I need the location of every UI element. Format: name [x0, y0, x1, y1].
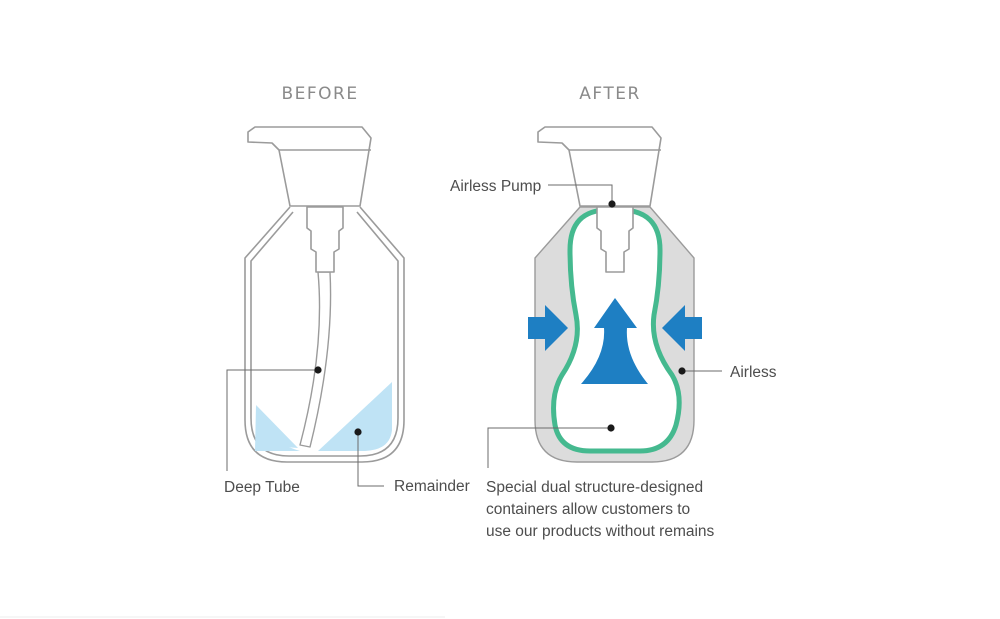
label-airless: Airless: [730, 364, 777, 381]
airless-pump-dot: [608, 200, 616, 208]
before-annotations: Deep Tube Remainder: [224, 366, 470, 496]
description-line-1: Special dual structure-designed: [486, 479, 703, 496]
after-bottle: [528, 126, 702, 463]
deep-tube: [299, 271, 332, 448]
before-pump-head: [247, 126, 372, 207]
arrow-right-icon: [528, 305, 568, 351]
before-remainder-right: [318, 382, 392, 451]
label-remainder: Remainder: [394, 478, 470, 495]
arrow-up-icon: [581, 298, 648, 384]
remainder-leader: [357, 432, 384, 487]
description-line-2: containers allow customers to: [486, 501, 690, 518]
description-leader: [487, 427, 611, 468]
arrow-left-icon: [662, 305, 702, 351]
after-pump-stem: [596, 206, 634, 273]
before-bottle-outer: [244, 206, 405, 463]
label-deep-tube: Deep Tube: [224, 479, 300, 496]
airless-pump-leader: [548, 184, 613, 204]
airless-dot: [678, 367, 686, 375]
before-pump-stem: [306, 206, 344, 273]
heading-after: AFTER: [579, 84, 641, 104]
deep-tube-leader: [226, 369, 318, 471]
remainder-dot: [354, 428, 362, 436]
inner-bag-dot: [607, 424, 615, 432]
before-remainder-left: [255, 405, 300, 451]
label-airless-pump: Airless Pump: [450, 178, 541, 195]
before-bottle: [244, 126, 405, 463]
after-pump-head: [537, 126, 662, 207]
after-annotations: Airless Pump Airless Special dual struct…: [450, 178, 777, 540]
description-line-3: use our products without remains: [486, 523, 715, 540]
before-remainder-left-wedge: [256, 405, 298, 448]
deep-tube-dot: [314, 366, 322, 374]
before-bottle-inner: [250, 211, 399, 457]
heading-before: BEFORE: [281, 84, 358, 104]
